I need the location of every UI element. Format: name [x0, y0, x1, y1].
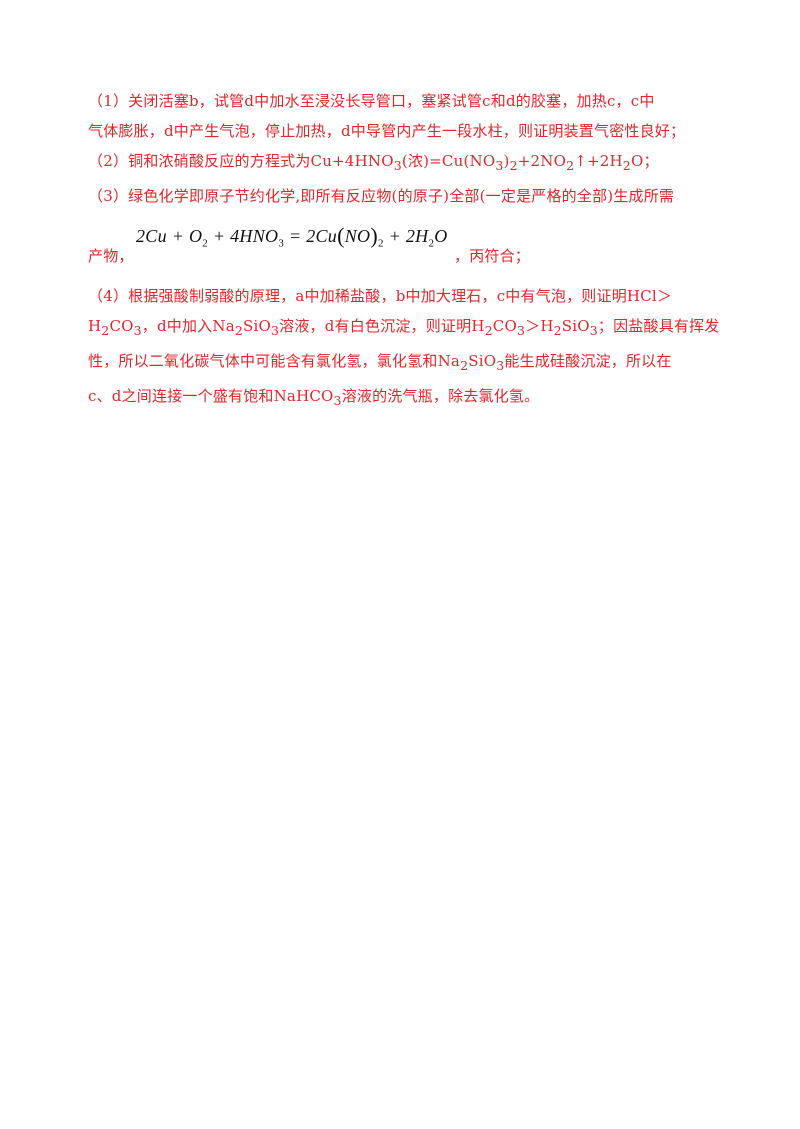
- subscript: 2: [428, 237, 435, 250]
- paragraph-4-line-1: （4）根据强酸制弱酸的原理，a中加稀盐酸，b中加大理石，c中有气泡，则证明HCl…: [88, 287, 673, 305]
- subscript: 3: [589, 323, 598, 338]
- equation-suffix: ，丙符合；: [454, 247, 531, 265]
- paragraph-4: （4）根据强酸制弱酸的原理，a中加稀盐酸，b中加大理石，c中有气泡，则证明HCl…: [88, 281, 728, 416]
- text: 能生成硅酸沉淀，所以在: [504, 352, 672, 370]
- subscript: 2: [234, 323, 244, 338]
- text: +2NO: [517, 152, 567, 170]
- paragraph-4-line-3: 性，所以二氧化碳气体中可能含有氯化氢，氯化氢和Na2SiO3能生成硅酸沉淀，所以…: [88, 346, 728, 381]
- subscript: 3: [516, 323, 526, 338]
- text: H: [88, 317, 102, 335]
- subscript: 3: [496, 358, 505, 373]
- text: (浓)=Cu(NO: [401, 152, 496, 170]
- subscript: 2: [622, 158, 631, 173]
- text: 性，所以二氧化碳气体中可能含有氯化氢，氯化氢和Na: [88, 352, 461, 370]
- equation-line: 产物， 2Cu + O2 + 4HNO3 = 2Cu(NO)2 + 2H2O ，…: [88, 221, 728, 267]
- text: 溶液的洗气瓶，除去氯化氢。: [341, 387, 540, 405]
- paragraph-2: （2）铜和浓硝酸反应的方程式为Cu+4HNO3(浓)=Cu(NO3)2+2NO2…: [88, 146, 728, 181]
- paren: (: [337, 223, 345, 248]
- paragraph-1-line-2: 气体膨胀，d中产生气泡，停止加热，d中导管内产生一段水柱，则证明装置气密性良好；: [88, 122, 686, 140]
- text: c、d之间连接一个盛有饱和NaHCO: [88, 387, 334, 405]
- eq-term: + 2H: [383, 226, 429, 246]
- subscript: 2: [566, 158, 575, 173]
- subscript: 2: [378, 237, 384, 250]
- subscript: 2: [553, 323, 562, 338]
- eq-term: + 4HNO: [208, 226, 279, 246]
- eq-term: NO: [344, 226, 371, 246]
- subscript: 3: [278, 237, 285, 250]
- paragraph-3-line-1: （3）绿色化学即原子节约化学,即所有反应物(的原子)全部(一定是严格的全部)生成…: [88, 187, 675, 205]
- text: SiO: [561, 317, 590, 335]
- text: SiO: [243, 317, 271, 335]
- equation-prefix: 产物，: [88, 247, 134, 265]
- text: （2）铜和浓硝酸反应的方程式为Cu+4HNO: [88, 152, 394, 170]
- answer-document: （1）关闭活塞b，试管d中加水至浸没长导管口，塞紧试管c和d的胶塞，加热c，c中…: [88, 86, 728, 416]
- paren: ): [370, 223, 378, 248]
- paragraph-3: （3）绿色化学即原子节约化学,即所有反应物(的原子)全部(一定是严格的全部)生成…: [88, 181, 728, 267]
- eq-term: = 2Cu: [284, 226, 338, 246]
- subscript: 3: [271, 323, 280, 338]
- subscript: 2: [460, 358, 469, 373]
- text: O；: [630, 152, 659, 170]
- paragraph-1: （1）关闭活塞b，试管d中加水至浸没长导管口，塞紧试管c和d的胶塞，加热c，c中…: [88, 86, 728, 146]
- text: ＞H: [525, 317, 554, 335]
- paragraph-4-line-4: c、d之间连接一个盛有饱和NaHCO3溶液的洗气瓶，除去氯化氢。: [88, 381, 728, 416]
- text: CO: [109, 317, 134, 335]
- text: ，d中加入Na: [141, 317, 235, 335]
- text: ；因盐酸具有挥发: [597, 317, 720, 335]
- subscript: 2: [202, 237, 209, 250]
- subscript: 3: [333, 393, 342, 408]
- subscript: 2: [101, 323, 110, 338]
- eq-term: O: [434, 226, 448, 246]
- paragraph-1-line-1: （1）关闭活塞b，试管d中加水至浸没长导管口，塞紧试管c和d的胶塞，加热c，c中: [88, 92, 655, 110]
- text: ↑+2H: [574, 152, 623, 170]
- paragraph-2-line-1: （2）铜和浓硝酸反应的方程式为Cu+4HNO3(浓)=Cu(NO3)2+2NO2…: [88, 146, 728, 181]
- chemical-equation: 2Cu + O2 + 4HNO3 = 2Cu(NO)2 + 2H2O: [136, 221, 448, 259]
- subscript: 2: [509, 158, 518, 173]
- text: 溶液，d有白色沉淀，则证明H: [279, 317, 485, 335]
- subscript: 3: [393, 158, 402, 173]
- text: SiO: [468, 352, 497, 370]
- text: ): [503, 152, 510, 170]
- subscript: 3: [133, 323, 142, 338]
- subscript: 2: [484, 323, 493, 338]
- eq-term: 2Cu + O: [136, 226, 203, 246]
- text: CO: [492, 317, 517, 335]
- paragraph-4-line-2: H2CO3，d中加入Na2SiO3溶液，d有白色沉淀，则证明H2CO3＞H2Si…: [88, 311, 728, 346]
- subscript: 3: [495, 158, 504, 173]
